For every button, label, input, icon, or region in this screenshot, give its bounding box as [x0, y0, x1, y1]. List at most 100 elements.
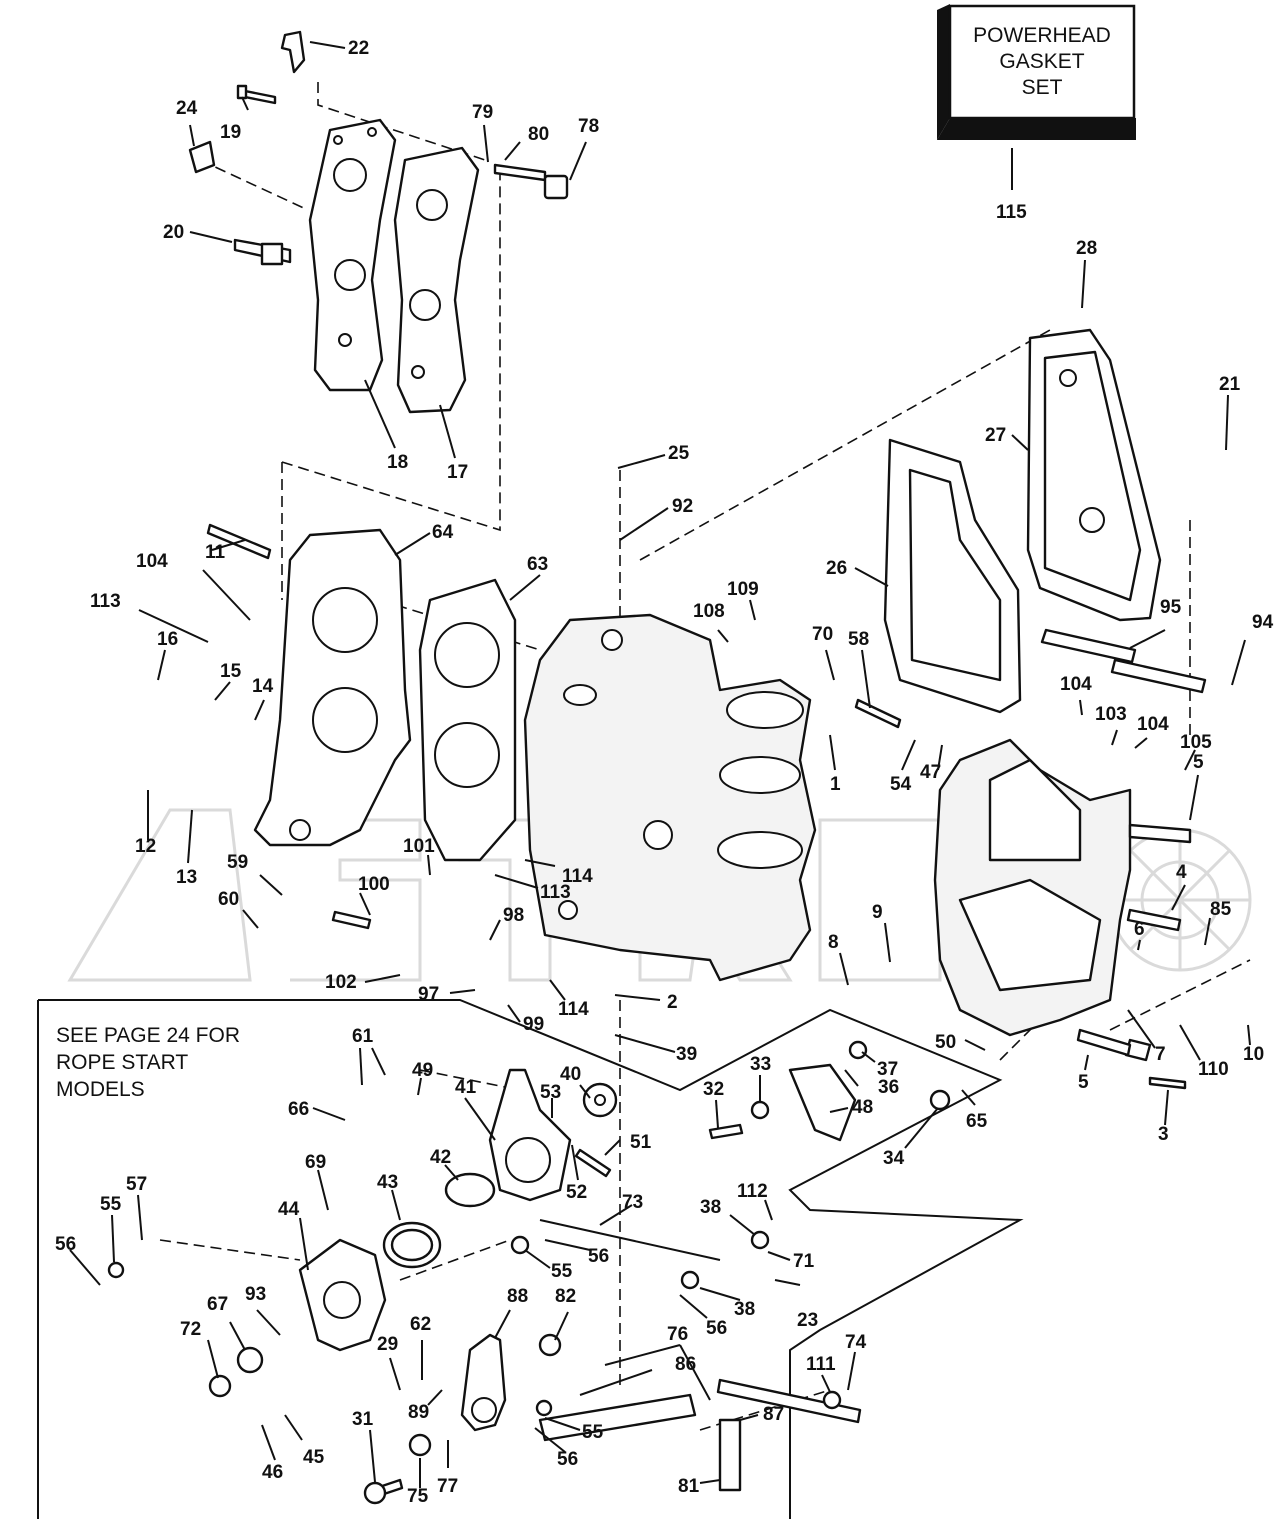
leader-lines	[69, 41, 1251, 1488]
callout-93: 93	[245, 1284, 266, 1305]
callout-89: 89	[408, 1402, 429, 1423]
callout-38-a: 38	[700, 1197, 721, 1218]
callout-47: 47	[920, 762, 941, 783]
callout-115: 115	[996, 202, 1027, 223]
callout-104-b: 104	[1060, 674, 1092, 695]
callout-39: 39	[676, 1044, 697, 1065]
callout-25: 25	[668, 443, 690, 464]
callout-38-b: 38	[734, 1299, 755, 1320]
callout-67: 67	[207, 1294, 228, 1315]
callout-60: 60	[218, 889, 239, 910]
fasteners-top-left	[188, 30, 569, 266]
callout-113-a: 113	[90, 591, 121, 612]
callout-105: 105	[1180, 732, 1212, 753]
throttle-cam	[488, 1068, 572, 1202]
callout-13: 13	[176, 867, 197, 888]
callout-55-c: 55	[582, 1422, 604, 1443]
intake-cover-plate	[1026, 328, 1162, 622]
callout-104-a: 104	[136, 551, 168, 572]
callout-40: 40	[560, 1064, 581, 1085]
callout-46: 46	[262, 1462, 283, 1483]
note-line-3: MODELS	[56, 1078, 145, 1101]
callout-27: 27	[985, 425, 1006, 446]
callout-4: 4	[1176, 862, 1187, 883]
callout-37: 37	[877, 1059, 898, 1080]
callout-56-d: 56	[557, 1449, 578, 1470]
callout-5-b: 5	[1078, 1072, 1089, 1093]
inset-frame: SEE PAGE 24 FOR ROPE START MODELS	[37, 999, 1024, 1519]
callout-21: 21	[1219, 374, 1241, 395]
callout-94: 94	[1252, 612, 1274, 633]
callout-28: 28	[1076, 238, 1097, 259]
callout-85: 85	[1210, 899, 1232, 920]
callout-73: 73	[622, 1192, 643, 1213]
cylinder-head-gasket	[418, 578, 517, 862]
tubes	[1040, 628, 1207, 694]
callout-101: 101	[403, 836, 435, 857]
callout-70: 70	[812, 624, 833, 645]
note-line-1: SEE PAGE 24 FOR	[56, 1024, 240, 1047]
callout-110: 110	[1198, 1059, 1229, 1080]
callout-50: 50	[935, 1032, 956, 1053]
callout-9: 9	[872, 902, 883, 923]
kit-box-line-2: GASKET	[999, 50, 1084, 73]
callout-57: 57	[126, 1174, 147, 1195]
callout-20: 20	[163, 222, 184, 243]
callout-31: 31	[352, 1409, 374, 1430]
callout-53: 53	[540, 1082, 561, 1103]
bellcrank	[788, 1063, 857, 1142]
callout-111: 111	[806, 1354, 836, 1375]
spring	[382, 1172, 496, 1269]
callout-1: 1	[830, 774, 841, 795]
callout-23: 23	[797, 1310, 818, 1331]
callout-82: 82	[555, 1286, 576, 1307]
callout-92: 92	[672, 496, 693, 517]
callout-3: 3	[1158, 1124, 1169, 1145]
callout-36: 36	[878, 1077, 899, 1098]
callout-43: 43	[377, 1172, 398, 1193]
callout-7: 7	[1155, 1044, 1166, 1065]
callout-108: 108	[693, 601, 725, 622]
callout-59: 59	[227, 852, 248, 873]
callout-63: 63	[527, 554, 548, 575]
callout-56-a: 56	[588, 1246, 609, 1267]
callout-labels: 22 24 19 79 80 78 20 18 17 28 21 27 25 9…	[55, 38, 1274, 1507]
callout-100: 100	[358, 874, 390, 895]
callout-62: 62	[410, 1314, 431, 1335]
callout-71: 71	[793, 1251, 815, 1272]
cylinder-head-cover	[253, 528, 412, 847]
callout-16: 16	[157, 629, 178, 650]
callout-104-c: 104	[1137, 714, 1169, 735]
callout-74: 74	[845, 1332, 867, 1353]
callout-19: 19	[220, 122, 241, 143]
exhaust-cover-outer	[308, 118, 397, 392]
callout-66: 66	[288, 1099, 309, 1120]
callout-81: 81	[678, 1476, 700, 1497]
callout-8: 8	[828, 932, 839, 953]
callout-102: 102	[325, 972, 357, 993]
callout-6: 6	[1134, 919, 1145, 940]
callout-56-b: 56	[55, 1234, 76, 1255]
callout-51: 51	[630, 1132, 652, 1153]
callout-95: 95	[1160, 597, 1182, 618]
callout-14: 14	[252, 676, 274, 697]
small-washers	[107, 1040, 951, 1457]
callout-65: 65	[966, 1111, 988, 1132]
callout-29: 29	[377, 1334, 398, 1355]
callout-54: 54	[890, 774, 912, 795]
callout-33: 33	[750, 1054, 771, 1075]
callout-58: 58	[848, 629, 869, 650]
callout-56-c: 56	[706, 1318, 727, 1339]
callout-114-b: 114	[558, 999, 589, 1020]
callout-49: 49	[412, 1060, 433, 1081]
callout-34: 34	[883, 1148, 905, 1169]
callout-22: 22	[348, 38, 369, 59]
callout-18: 18	[387, 452, 408, 473]
callout-88: 88	[507, 1286, 528, 1307]
callout-41: 41	[455, 1077, 477, 1098]
callout-55-b: 55	[100, 1194, 122, 1215]
callout-44: 44	[278, 1199, 300, 1220]
callout-113-b: 113	[540, 882, 571, 903]
